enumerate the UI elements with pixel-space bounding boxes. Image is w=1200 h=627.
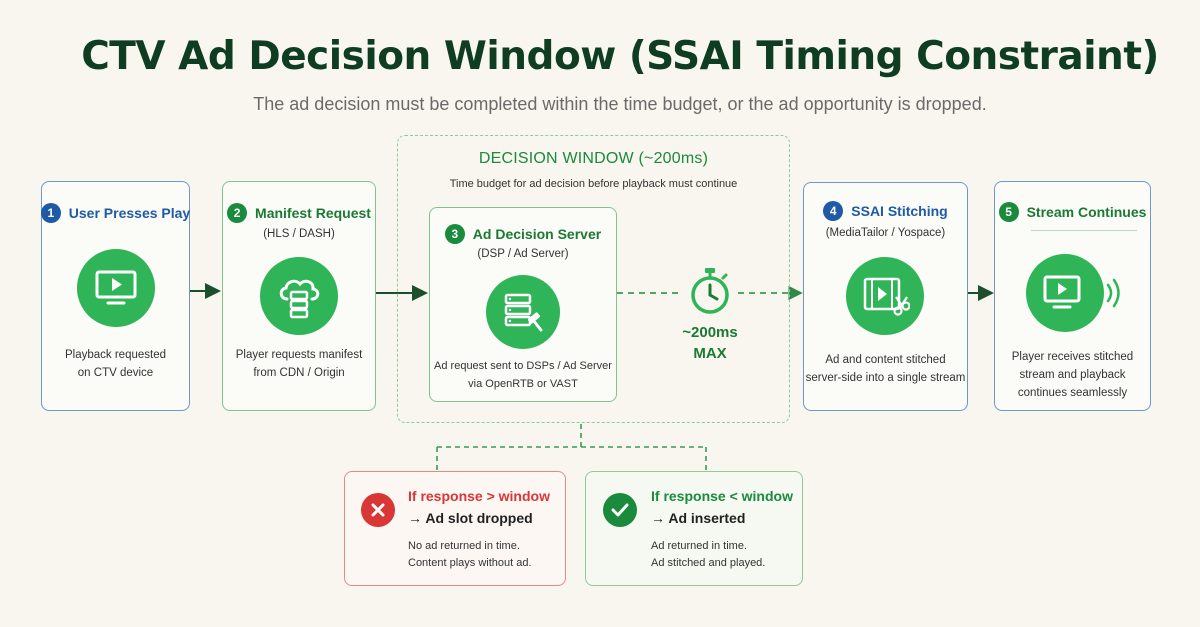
step-description: Ad request sent to DSPs / Ad Server via … (434, 360, 612, 390)
step-description: Player requests manifest from CDN / Orig… (235, 349, 363, 379)
step-description: Ad and content stitched server-side into… (805, 354, 966, 384)
step-header: 2 Manifest Request (223, 203, 375, 223)
decision-window-subtitle: Time budget for ad decision before playb… (449, 178, 738, 190)
play-screen-icon (77, 249, 155, 327)
page-subtitle: The ad decision must be completed within… (253, 94, 987, 114)
step-title: Manifest Request (255, 205, 371, 221)
step-number-badge: 3 (444, 224, 465, 244)
step-title: User Presses Play (68, 205, 191, 221)
step-subtitle: (DSP / Ad Server) (477, 248, 569, 260)
check-circle-icon (603, 493, 637, 527)
broadcast-waves-icon (1105, 277, 1123, 309)
outcome-card-ad-inserted: If response < window → Ad inserted Ad re… (585, 471, 803, 586)
decision-window-title: DECISION WINDOW (~200ms) (478, 150, 709, 167)
step-header: 3 Ad Decision Server (430, 224, 616, 244)
outcome-description: No ad returned in time. Content plays wi… (408, 540, 532, 569)
decision-window-frame (397, 135, 790, 423)
step-number-badge: 4 (823, 201, 844, 221)
step-number-badge: 1 (40, 203, 61, 223)
outcome-title: If response > window → Ad slot dropped (408, 488, 550, 526)
film-scissors-icon (846, 257, 924, 335)
step-card-ssai-stitching: 4 SSAI Stitching (MediaTailor / Yospace)… (803, 182, 968, 411)
step-header: 1 User Presses Play (40, 203, 191, 223)
step-title: Stream Continues (1026, 204, 1147, 220)
cloud-server-icon (260, 257, 338, 335)
server-gavel-icon (486, 275, 560, 349)
step-card-stream-continues: 5 Stream Continues Player receives stitc… (994, 181, 1151, 411)
x-circle-icon (361, 493, 395, 527)
outcome-title: If response < window → Ad inserted (651, 488, 793, 526)
step-header: 4 SSAI Stitching (804, 201, 967, 221)
step-header: 5 Stream Continues (995, 202, 1150, 222)
streaming-screen-icon (1026, 254, 1104, 332)
step-description: Playback requested on CTV device (64, 349, 166, 379)
timer-label: ~200ms MAX (682, 324, 738, 362)
step-number-badge: 2 (227, 203, 248, 223)
step-subtitle: (HLS / DASH) (263, 228, 335, 240)
step-title: Ad Decision Server (472, 226, 602, 242)
branch-connector (436, 424, 707, 470)
step-card-ad-decision-server: 3 Ad Decision Server (DSP / Ad Server) A… (429, 207, 617, 402)
outcome-description: Ad returned in time. Ad stitched and pla… (651, 540, 766, 569)
step-title: SSAI Stitching (851, 203, 948, 219)
step-card-user-presses-play: 1 User Presses Play Playback requested o… (40, 181, 191, 411)
step-card-manifest-request: 2 Manifest Request (HLS / DASH) Player r… (222, 181, 376, 411)
step-subtitle: (MediaTailor / Yospace) (825, 227, 946, 239)
step-description: Player receives stitched stream and play… (1011, 351, 1134, 399)
header-divider (1031, 230, 1137, 231)
outcome-card-ad-slot-dropped: If response > window → Ad slot dropped N… (344, 471, 566, 586)
stopwatch-icon (687, 266, 733, 318)
page-title: CTV Ad Decision Window (SSAI Timing Cons… (81, 34, 1159, 79)
step-number-badge: 5 (998, 202, 1019, 222)
